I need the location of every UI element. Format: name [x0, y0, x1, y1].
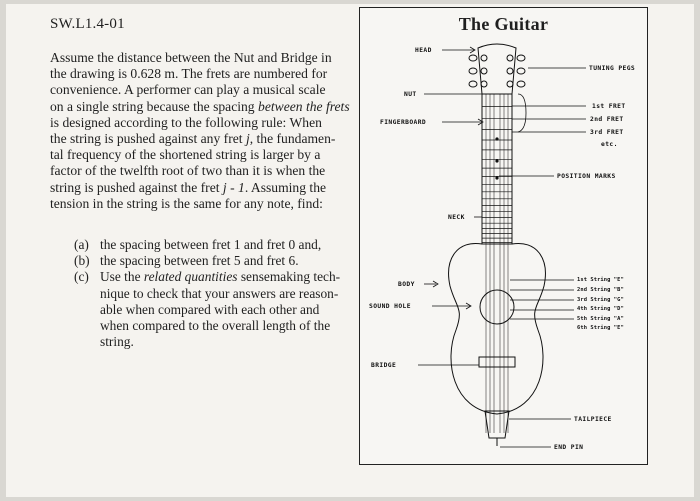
sound-hole-shape: [479, 289, 515, 325]
question-text: the spacing between fret 1 and fret 0 an…: [100, 237, 322, 252]
text-line: factor of the twelfth root of two than i…: [50, 163, 326, 179]
question-text: the spacing between fret 5 and fret 6.: [100, 253, 299, 269]
question-text: nique to check that your answers are rea…: [100, 285, 339, 301]
label-fret-2: 2nd FRET: [590, 116, 624, 123]
position-marks-shape: [495, 137, 499, 180]
variable-j: j: [245, 131, 250, 147]
question-text: string.: [100, 334, 134, 350]
text-line: the string is pushed against any fret: [50, 131, 246, 147]
guitar-head-shape: [477, 43, 517, 95]
guitar-drawing: [418, 43, 586, 448]
text-line: on a single string because the spacing: [50, 98, 259, 114]
variable-j-minus-1: j - 1: [222, 179, 245, 195]
text-line: is designed according to the following r…: [50, 114, 322, 130]
question-c: (c) Use the related quantities sensemaki…: [74, 269, 359, 350]
label-string-2: 2nd String "B": [577, 287, 624, 293]
emphasis-text: related quantities: [143, 269, 238, 285]
label-sound-hole: SOUND HOLE: [369, 303, 411, 310]
label-string-5: 5th String "A": [577, 316, 624, 322]
text-line: tal frequency of the shortened string is…: [50, 147, 321, 163]
question-text: when compared to the overall length of t…: [100, 318, 331, 334]
text-line: the drawing is 0.628 m. The frets are nu…: [50, 66, 328, 82]
label-tailpiece: TAILPIECE: [574, 416, 612, 423]
label-etc: etc.: [601, 141, 618, 148]
text-line: tension in the string is the same for an…: [50, 195, 323, 211]
label-end-pin: END PIN: [554, 444, 584, 451]
label-position-marks: POSITION MARKS: [557, 173, 616, 180]
question-a: (a) the spacing between fret 1 and fret …: [74, 237, 359, 253]
label-bridge: BRIDGE: [371, 362, 397, 369]
fingerboard-shape: [481, 93, 513, 245]
strings-shape: [485, 94, 509, 433]
question-text: able when compared with each other and: [100, 301, 320, 317]
question-text: sensemaking tech-: [237, 269, 341, 285]
label-nut: NUT: [404, 91, 417, 98]
problem-id: SW.L1.4-01: [50, 16, 125, 32]
label-body: BODY: [398, 281, 415, 288]
worksheet-page: SW.L1.4-01 Assume the distance between t…: [6, 4, 694, 497]
label-fingerboard: FINGERBOARD: [380, 119, 427, 126]
bridge-shape: [478, 356, 516, 368]
label-fret-1: 1st FRET: [592, 103, 626, 110]
question-marker: (c): [74, 269, 89, 285]
text-line: convenience. A performer can play a musi…: [50, 82, 326, 98]
question-marker: (b): [74, 253, 90, 269]
problem-statement: Assume the distance between the Nut and …: [50, 50, 355, 212]
label-neck: NECK: [448, 214, 465, 221]
emphasis-text: between the frets: [258, 98, 350, 114]
question-text: Use the: [100, 269, 144, 285]
guitar-body-shape: [448, 242, 546, 415]
label-string-3: 3rd String "G": [577, 297, 624, 303]
text-line: string is pushed against the fret: [50, 179, 223, 195]
guitar-diagram: The Guitar: [359, 7, 648, 465]
label-tuning-pegs: TUNING PEGS: [589, 65, 636, 72]
tuning-pegs-shape: [468, 54, 526, 88]
label-string-1: 1st String "E": [577, 277, 624, 283]
label-string-6: 6th String "E": [577, 325, 624, 331]
label-head: HEAD: [415, 47, 432, 54]
figure-title: The Guitar: [458, 14, 549, 34]
text-line: Assume the distance between the Nut and …: [50, 50, 332, 65]
text-line: , the fundamen-: [249, 131, 336, 147]
frets-shape: [482, 106, 512, 243]
label-string-4: 4th String "D": [577, 306, 624, 312]
text-line: . Assuming the: [244, 179, 327, 195]
question-b: (b) the spacing between fret 5 and fret …: [74, 253, 359, 269]
question-list: (a) the spacing between fret 1 and fret …: [74, 237, 359, 350]
tailpiece-shape: [484, 410, 510, 439]
label-fret-3: 3rd FRET: [590, 129, 624, 136]
question-marker: (a): [74, 237, 89, 252]
